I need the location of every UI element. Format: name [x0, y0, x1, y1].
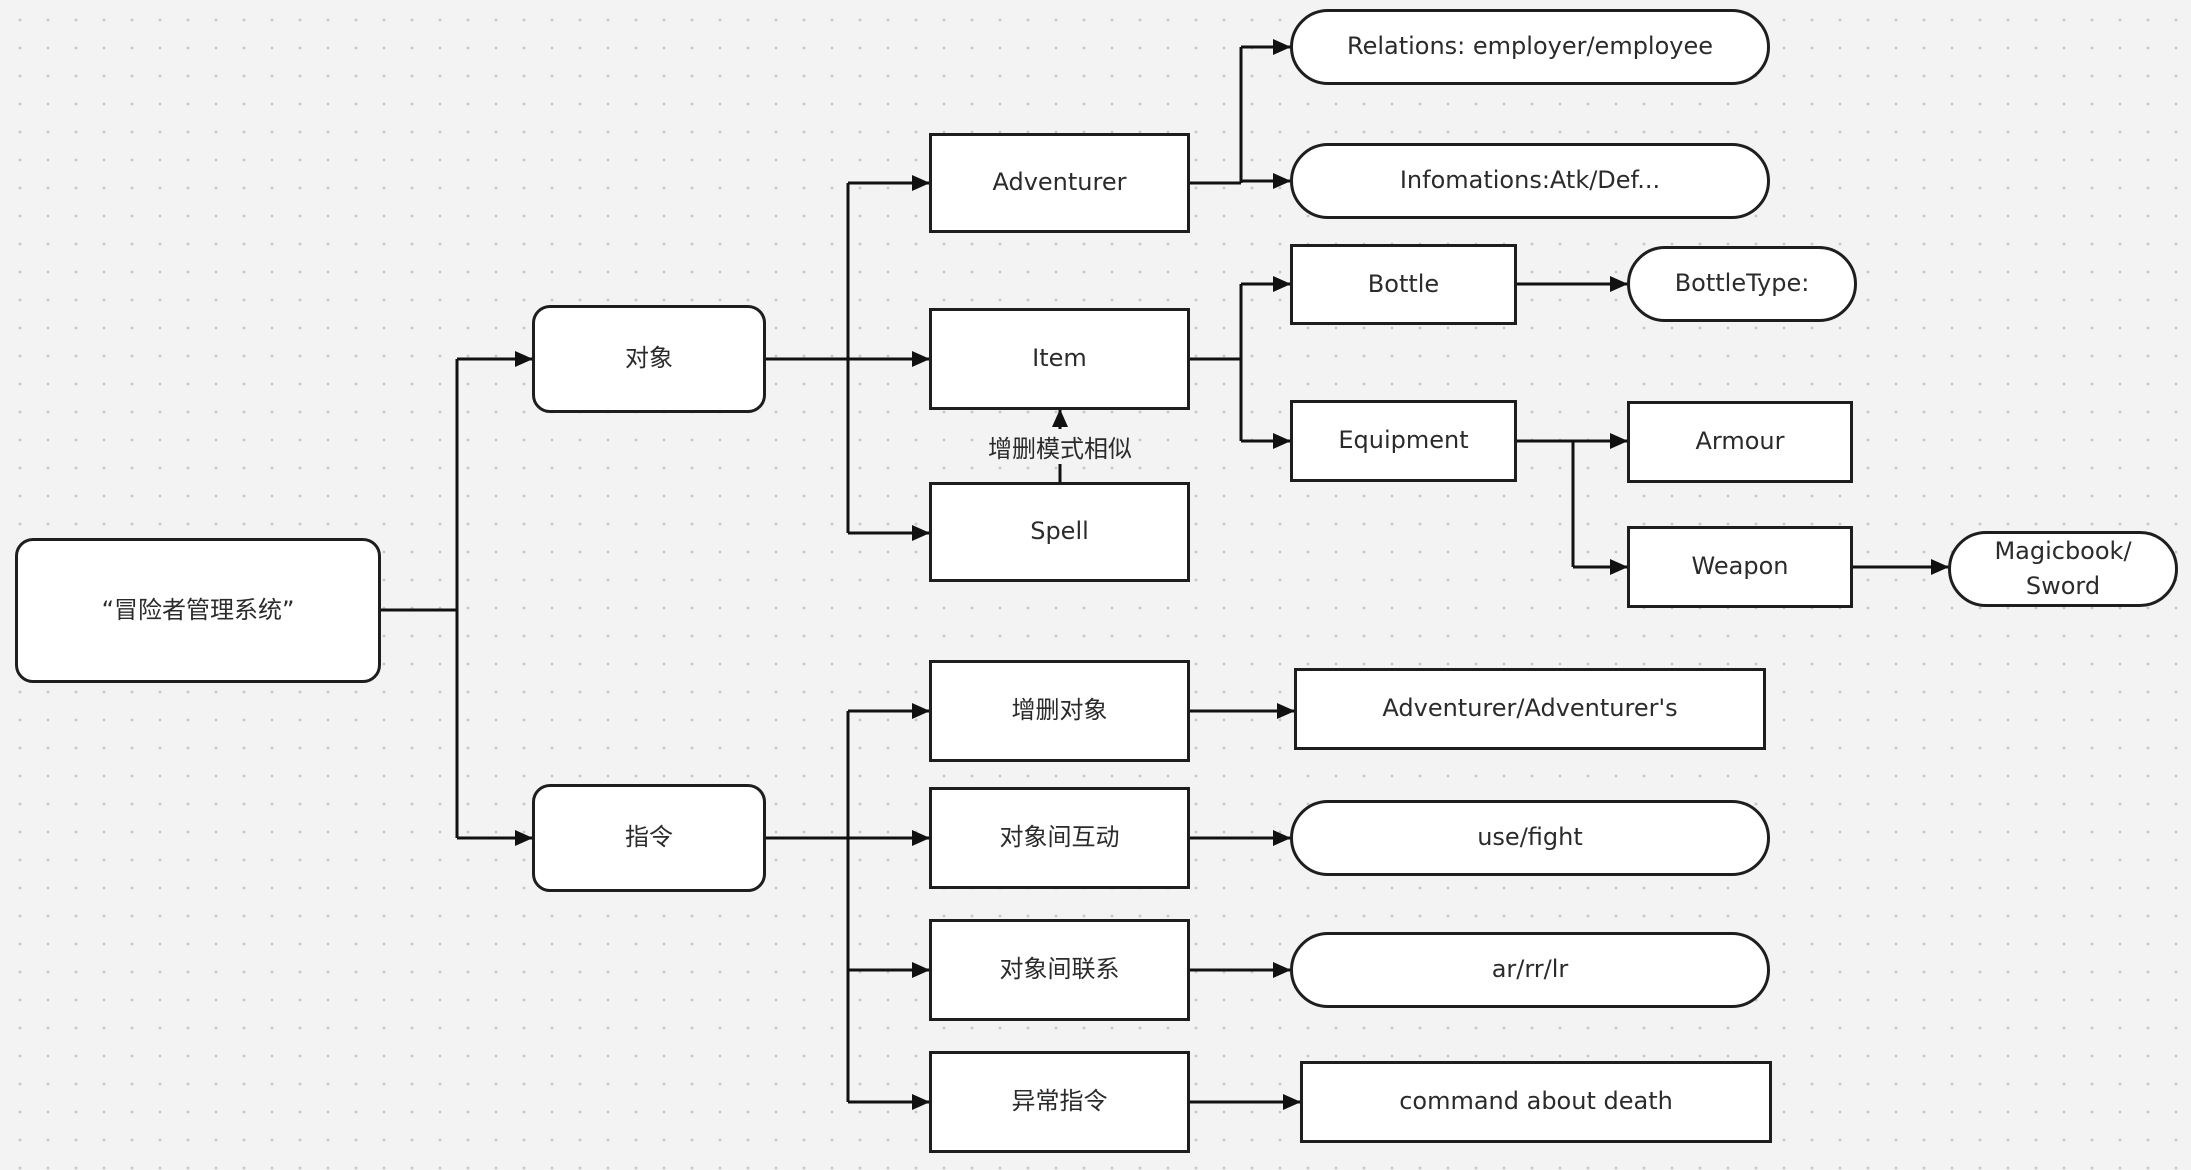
- relation-detail-node[interactable]: ar/rr/lr: [1290, 932, 1770, 1008]
- add-remove-command-node[interactable]: 增删对象: [929, 660, 1190, 762]
- interaction-detail-node[interactable]: use/fight: [1290, 800, 1770, 876]
- commands-node[interactable]: 指令: [532, 784, 766, 892]
- exception-command-node[interactable]: 异常指令: [929, 1051, 1190, 1153]
- objects-node[interactable]: 对象: [532, 305, 766, 413]
- armour-node[interactable]: Armour: [1627, 401, 1853, 483]
- similar-pattern-note: 增删模式相似: [986, 429, 1134, 464]
- spell-node[interactable]: Spell: [929, 482, 1190, 582]
- bottle-type-node[interactable]: BottleType:: [1627, 246, 1857, 322]
- bottle-node[interactable]: Bottle: [1290, 244, 1517, 325]
- weapon-node[interactable]: Weapon: [1627, 526, 1853, 608]
- adventurer-node[interactable]: Adventurer: [929, 133, 1190, 233]
- weapon-types-node[interactable]: Magicbook/ Sword: [1948, 531, 2178, 607]
- item-node[interactable]: Item: [929, 308, 1190, 410]
- informations-node[interactable]: Infomations:Atk/Def...: [1290, 143, 1770, 219]
- add-remove-detail-node[interactable]: Adventurer/Adventurer's: [1294, 668, 1766, 750]
- relation-command-node[interactable]: 对象间联系: [929, 919, 1190, 1021]
- relations-node[interactable]: Relations: employer/employee: [1290, 9, 1770, 85]
- exception-detail-node[interactable]: command about death: [1300, 1061, 1772, 1143]
- equipment-node[interactable]: Equipment: [1290, 400, 1517, 482]
- interaction-command-node[interactable]: 对象间互动: [929, 787, 1190, 889]
- root-node[interactable]: “冒险者管理系统”: [15, 538, 381, 683]
